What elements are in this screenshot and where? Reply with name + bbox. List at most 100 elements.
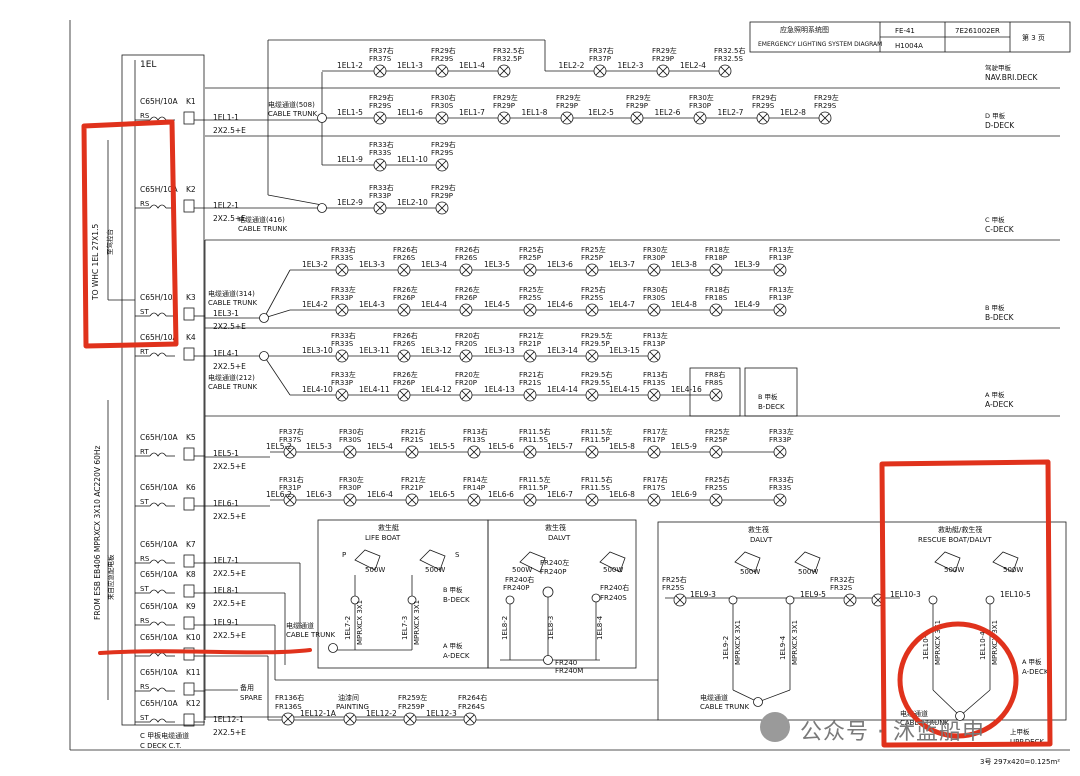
- breaker-symbol: [149, 116, 167, 121]
- segment-1EL4-6: 1EL4-6: [547, 300, 573, 309]
- lamp-cross: [587, 495, 597, 505]
- frame-label: FR33右: [331, 245, 356, 254]
- lamp-cross: [525, 495, 535, 505]
- frame-label: FR13右: [463, 427, 488, 436]
- frame-label: FR26右: [455, 245, 480, 254]
- lifeboat-p: P: [342, 551, 346, 559]
- lamp-cross: [587, 265, 597, 275]
- breaker-id-K8: K8: [186, 570, 196, 579]
- title-cn: 应急照明系统图: [780, 25, 829, 34]
- frame-label: FR30左: [689, 93, 714, 102]
- lamp-cross: [587, 447, 597, 457]
- breaker-symbol: [149, 718, 167, 723]
- lamp-icon: [463, 712, 477, 726]
- cable-vertical: MPRXCX 3X1: [356, 600, 364, 645]
- frame-pos: FR33P: [769, 436, 791, 444]
- segment-1EL2-10: 1EL2-10: [397, 198, 428, 207]
- circuit-1EL12-1: 1EL12-1: [213, 715, 244, 724]
- deck-label-en: D-DECK: [985, 121, 1015, 130]
- frame-label: FR25左: [581, 245, 606, 254]
- watermark-logo: [760, 712, 790, 742]
- lamp-icon: [335, 349, 349, 363]
- lamp-power: 500W: [512, 566, 532, 574]
- lamp-icon: [405, 493, 419, 507]
- lamp-icon: [843, 593, 857, 607]
- lamp-icon: [497, 64, 511, 78]
- frame-label: FR33右: [331, 331, 356, 340]
- feed-source-cn: 来自应急配电板: [106, 554, 115, 600]
- segment-1EL4-16: 1EL4-16: [671, 385, 702, 394]
- lamp-cross: [649, 447, 659, 457]
- segment-1EL4-3: 1EL4-3: [359, 300, 385, 309]
- highlight-k10-strike: [98, 648, 312, 655]
- lamp-icon: [459, 388, 473, 402]
- frame-label: FR18右: [705, 285, 730, 294]
- lamp-icon: [397, 349, 411, 363]
- frame-pos: FR32.5P: [493, 55, 522, 63]
- junction-node: [328, 643, 338, 653]
- lamp-cross: [499, 66, 509, 76]
- sheet-code: FE-41: [895, 27, 915, 35]
- trunk-label-en: CABLE TRUNK: [208, 383, 258, 391]
- segment-1EL4-14: 1EL4-14: [547, 385, 578, 394]
- trunk-label: 电缆通道: [700, 693, 728, 702]
- frame-pos: FR33S: [331, 254, 354, 262]
- segment-1EL5-8: 1EL5-8: [609, 442, 635, 451]
- frame-label: FR240右: [505, 575, 534, 584]
- lamp-icon: [673, 593, 687, 607]
- lamp-icon: [647, 493, 661, 507]
- segment-1EL2-9: 1EL2-9: [337, 198, 363, 207]
- breaker-symbol: [149, 652, 167, 657]
- segment-1EL4-8: 1EL4-8: [671, 300, 697, 309]
- title-block: [749, 21, 1071, 53]
- lamp-icon: [656, 64, 670, 78]
- floodlight-icon: [794, 551, 821, 573]
- circuit-1EL4-1: 1EL4-1: [213, 349, 239, 358]
- lamp-cross: [595, 66, 605, 76]
- lamp-icon: [397, 263, 411, 277]
- lamp-cross: [649, 305, 659, 315]
- breaker-phase-K8: ST: [140, 585, 149, 593]
- breaker-phase-K4: RT: [140, 348, 149, 356]
- segment-1EL5-4: 1EL5-4: [367, 442, 393, 451]
- segment-1EL1-7: 1EL1-7: [459, 108, 485, 117]
- socket-icon: [985, 595, 995, 605]
- lamp-icon: [523, 493, 537, 507]
- frame-pos: FR33P: [369, 192, 391, 200]
- lamp-icon: [397, 388, 411, 402]
- frame-pos: FR29.5S: [581, 379, 610, 387]
- frame-label: FR11.5右: [581, 475, 612, 484]
- segment-1EL3-4: 1EL3-4: [421, 260, 447, 269]
- breaker-symbol: [149, 312, 167, 317]
- breaker-label-K6: C65H/10A: [140, 483, 178, 492]
- lamp-cross: [399, 305, 409, 315]
- painting-cn: 油漆间: [338, 693, 359, 702]
- flood-body: [419, 549, 446, 571]
- segment-1EL3-9: 1EL3-9: [734, 260, 760, 269]
- lamp-cross: [375, 66, 385, 76]
- lamp-icon: [497, 111, 511, 125]
- segment: 1EL12-1A: [300, 709, 337, 718]
- circuit-1EL6-1: 1EL6-1: [213, 499, 239, 508]
- segment-1EL1-5: 1EL1-5: [337, 108, 363, 117]
- lamp-icon: [647, 349, 661, 363]
- lamp-cross: [695, 113, 705, 123]
- frame-pos: FR33P: [331, 379, 353, 387]
- segment-1EL3-3: 1EL3-3: [359, 260, 385, 269]
- breaker-phase-K2: RS: [140, 200, 150, 208]
- lamp-cross: [775, 265, 785, 275]
- frame-pos: FR13P: [643, 340, 665, 348]
- segment-1EL4-15: 1EL4-15: [609, 385, 640, 394]
- frame-label: FR32右: [830, 575, 855, 584]
- lamp-icon: [459, 349, 473, 363]
- lamp-icon: [523, 263, 537, 277]
- lamp-power: 500W: [1003, 566, 1023, 574]
- frame-pos: FR29.5P: [581, 340, 610, 348]
- frame-label: FR29右: [431, 183, 456, 192]
- lamp-cross: [345, 495, 355, 505]
- frame-pos: FR13P: [769, 294, 791, 302]
- frame-pos: FR31P: [279, 484, 301, 492]
- frame-pos: FR136S: [275, 703, 302, 711]
- segment-1EL6-4: 1EL6-4: [367, 490, 393, 499]
- lamp-icon: [693, 111, 707, 125]
